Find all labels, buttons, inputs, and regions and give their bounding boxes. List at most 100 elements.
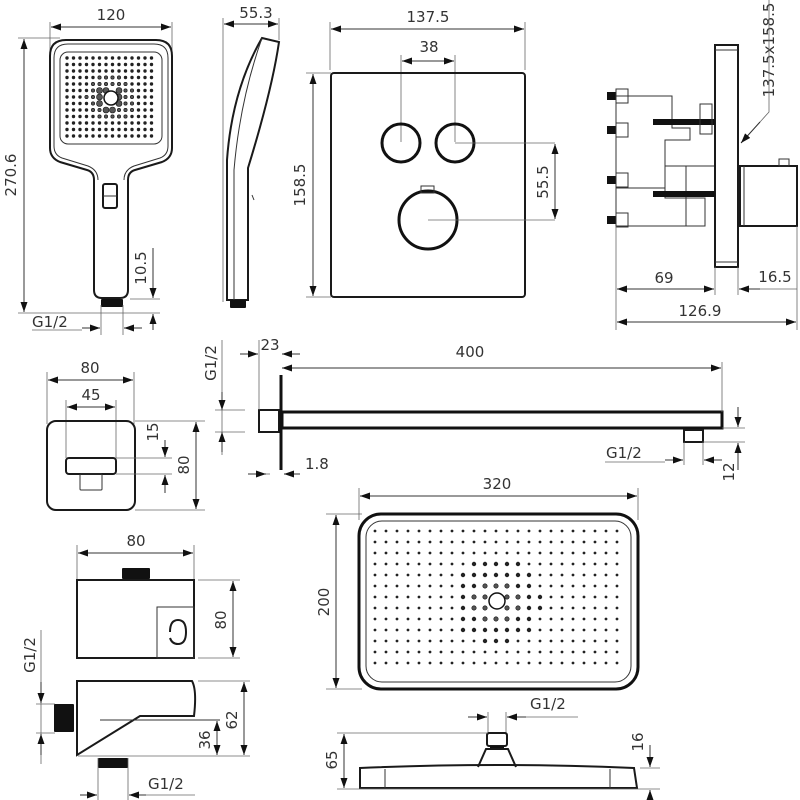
nozzle-dot <box>384 661 388 665</box>
nozzle-dot <box>84 121 89 125</box>
nozzle-dot <box>604 650 608 654</box>
nozzle-dot <box>136 95 141 99</box>
nozzle-dot <box>71 62 76 67</box>
nozzle-dot <box>395 661 399 665</box>
nozzle-dot <box>91 134 95 138</box>
rain-shower-center-nozzle <box>488 592 506 610</box>
nozzle-dot <box>384 617 388 621</box>
plate-side <box>714 44 739 268</box>
nozzle-dot <box>472 639 476 643</box>
nozzle-dot <box>136 108 141 112</box>
nozzle-dot <box>538 650 542 654</box>
nozzle-dot <box>461 661 465 665</box>
nozzle-dot <box>482 605 488 611</box>
nozzle-dot <box>483 661 487 665</box>
nozzle-dot <box>515 572 521 578</box>
nozzle-dot <box>384 639 388 643</box>
nozzle-dot <box>84 56 89 60</box>
nozzle-dot <box>471 572 477 578</box>
nozzle-dot <box>71 114 76 119</box>
nozzle-dot <box>428 628 432 632</box>
nozzle-dot <box>143 134 147 138</box>
valve-nut <box>615 88 629 104</box>
nozzle-dot <box>110 127 115 132</box>
nozzle-dot <box>604 617 608 621</box>
nozzle-dot <box>143 121 147 125</box>
nozzle-dot <box>593 639 597 643</box>
nozzle-dot <box>104 134 108 138</box>
nozzle-dot <box>97 114 102 119</box>
nozzle-dot <box>78 82 82 86</box>
nozzle-dot <box>136 56 141 60</box>
nozzle-dot <box>515 616 521 622</box>
dim-plate-width: 137.5 <box>407 8 450 26</box>
nozzle-dot <box>460 594 466 600</box>
nozzle-dot <box>549 584 553 588</box>
nozzle-dot <box>516 639 520 643</box>
nozzle-dot <box>549 540 553 544</box>
nozzle-dot <box>615 562 619 566</box>
nozzle-dot <box>117 108 122 113</box>
nozzle-dot <box>136 62 141 67</box>
valve-stud <box>607 126 616 134</box>
nozzle-dot <box>593 551 597 555</box>
nozzle-dot <box>571 529 575 533</box>
nozzle-dot <box>395 639 399 643</box>
nozzle-dot <box>123 88 128 93</box>
nozzle-dot <box>110 75 115 80</box>
nozzle-dot <box>494 551 498 555</box>
nozzle-dot <box>482 638 488 644</box>
nozzle-dot <box>417 639 421 643</box>
hand-shower-center-nozzle <box>103 90 119 106</box>
nozzle-dot <box>104 75 109 80</box>
nozzle-dot <box>505 661 509 665</box>
nozzle-dot <box>472 661 476 665</box>
nozzle-dot <box>516 661 520 665</box>
nozzle-dot <box>504 638 510 644</box>
nozzle-dot <box>560 529 564 533</box>
nozzle-dot <box>384 562 388 566</box>
nozzle-dot <box>384 584 388 588</box>
nozzle-dot <box>130 56 134 60</box>
nozzle-dot <box>527 529 531 533</box>
nozzle-dot <box>110 121 115 125</box>
nozzle-dot <box>461 529 465 533</box>
nozzle-dot <box>149 127 154 132</box>
nozzle-dot <box>395 562 399 566</box>
nozzle-dot <box>71 82 76 86</box>
nozzle-dot <box>515 605 521 611</box>
nozzle-dot <box>84 127 89 132</box>
nozzle-dot <box>428 584 432 588</box>
nozzle-dot <box>428 639 432 643</box>
nozzle-dot <box>91 56 95 60</box>
nozzle-dot <box>406 584 410 588</box>
nozzle-dot <box>136 69 141 73</box>
nozzle-dot <box>560 606 564 610</box>
nozzle-dot <box>450 573 454 577</box>
dim-arm-outlet-thread: G1/2 <box>606 444 642 462</box>
nozzle-dot <box>117 62 121 67</box>
nozzle-dot <box>538 529 542 533</box>
nozzle-dot <box>97 127 102 132</box>
nozzle-dot <box>84 134 89 138</box>
nozzle-dot <box>143 75 147 80</box>
nozzle-dot <box>461 540 465 544</box>
nozzle-dot <box>460 605 466 611</box>
nozzle-dot <box>450 606 454 610</box>
nozzle-dot <box>516 540 520 544</box>
nozzle-dot <box>582 606 586 610</box>
nozzle-dot <box>571 606 575 610</box>
nozzle-dot <box>593 529 597 533</box>
nozzle-dot <box>482 627 488 633</box>
nozzle-dot <box>373 551 377 555</box>
nozzle-dot <box>71 101 76 106</box>
nozzle-dot <box>406 650 410 654</box>
nozzle-dot <box>136 82 141 86</box>
nozzle-dot <box>149 108 154 112</box>
nozzle-dot <box>84 108 89 112</box>
nozzle-dot <box>450 551 454 555</box>
nozzle-dot <box>71 95 76 99</box>
nozzle-dot <box>439 595 443 599</box>
nozzle-dot <box>130 69 134 73</box>
nozzle-dot <box>143 62 147 67</box>
